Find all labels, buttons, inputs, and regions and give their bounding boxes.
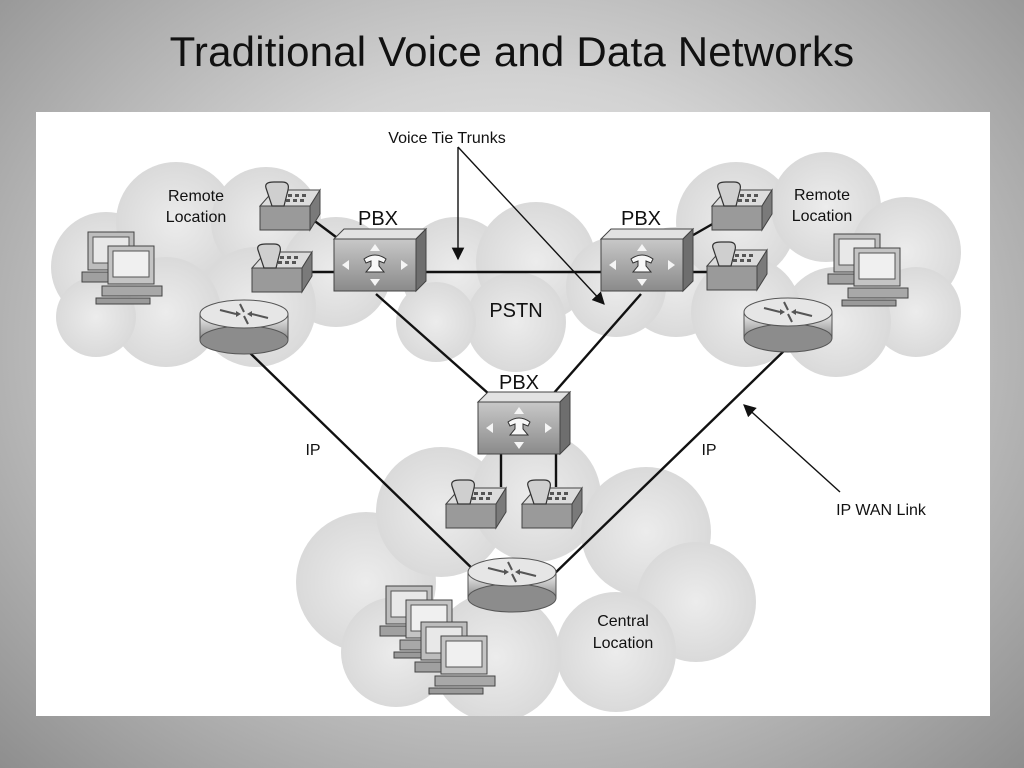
ip-left-label: IP — [305, 442, 320, 459]
pstn-cloud — [396, 202, 666, 372]
remote-location-right-line2: Location — [792, 208, 853, 225]
remote-location-right-line1: Remote — [794, 187, 850, 204]
ip-link-right — [550, 346, 789, 578]
links — [248, 206, 789, 578]
remote-location-left-line2: Location — [166, 209, 227, 226]
router-icon — [743, 297, 833, 353]
pbx-center-label: PBX — [499, 372, 539, 394]
ip-link-left — [248, 351, 482, 578]
pbx-icon — [477, 391, 571, 455]
router-icon — [199, 299, 289, 355]
ip-right-label: IP — [701, 442, 716, 459]
pbx-left-label: PBX — [358, 208, 398, 230]
tie-trunk-right-center — [545, 293, 642, 403]
central-location-line2: Location — [593, 635, 654, 652]
network-diagram: Voice Tie Trunks Remote Location Remote … — [36, 112, 990, 716]
central-location-line1: Central — [597, 613, 649, 630]
ip-wan-link-arrow — [743, 404, 841, 493]
pbx-icon — [333, 228, 427, 292]
voice-tie-trunk-arrow-right — [457, 146, 605, 305]
slide-title: Traditional Voice and Data Networks — [169, 28, 855, 75]
pstn-label: PSTN — [489, 300, 542, 322]
tie-trunk-left-center — [375, 293, 499, 403]
pbx-icon — [600, 228, 694, 292]
central-cloud — [296, 432, 756, 716]
remote-location-left-line1: Remote — [168, 188, 224, 205]
ip-wan-link-label: IP WAN Link — [836, 502, 927, 519]
voice-tie-trunks-label: Voice Tie Trunks — [388, 130, 505, 147]
pbx-right-label: PBX — [621, 208, 661, 230]
router-icon — [467, 557, 557, 613]
